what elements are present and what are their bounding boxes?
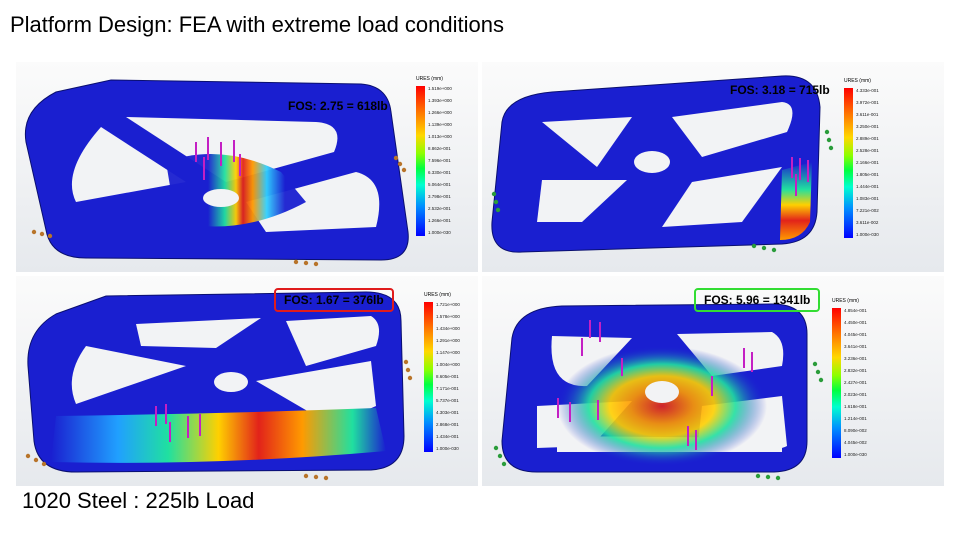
- fos-label-top-left: FOS: 2.75 = 618lb: [288, 99, 388, 113]
- legend-tick: 1.000e-030: [844, 452, 867, 457]
- legend-tick: 2.868e-001: [436, 422, 459, 427]
- legend-tick: 5.064e-001: [428, 182, 451, 187]
- legend-tick: 1.291e+000: [436, 338, 460, 343]
- legend-color-bar: [424, 302, 433, 452]
- legend-tick: 4.045e-002: [844, 440, 867, 445]
- legend-tick: 1.147e+000: [436, 350, 460, 355]
- slide-footer: 1020 Steel : 225lb Load: [22, 488, 255, 513]
- platform-model-top-left: [24, 79, 409, 267]
- platform-model-bottom-left: [25, 291, 413, 481]
- legend-tick: 2.532e-001: [428, 206, 451, 211]
- legend-tick: 7.596e-001: [428, 158, 451, 163]
- legend-tick: 4.450e-001: [844, 320, 867, 325]
- legend-tick: 4.333e-001: [856, 88, 879, 93]
- legend-title: URES (mm): [424, 292, 451, 298]
- legend-tick: 2.166e-001: [856, 160, 879, 165]
- legend-tick: 3.641e-001: [844, 344, 867, 349]
- legend-title: URES (mm): [416, 76, 443, 82]
- legend-tick: 1.004e+000: [436, 362, 460, 367]
- legend-tick: 1.266e+000: [428, 110, 452, 115]
- ures-legend-top-right: URES (mm) 4.333e-001 3.972e-001 3.611e-0…: [844, 78, 902, 244]
- legend-tick: 6.330e-001: [428, 170, 451, 175]
- legend-tick: 2.889e-001: [856, 136, 879, 141]
- legend-color-bar: [832, 308, 841, 458]
- legend-tick: 4.303e-001: [436, 410, 459, 415]
- legend-tick: 1.083e-001: [856, 196, 879, 201]
- fea-panel-top-left: FOS: 2.75 = 618lb URES (mm) 1.519e+000 1…: [16, 62, 478, 272]
- ures-legend-bottom-left: URES (mm) 1.721e+000 1.578e+000 1.434e+0…: [424, 292, 478, 458]
- legend-tick: 2.427e-001: [844, 380, 867, 385]
- legend-tick: 1.214e-001: [844, 416, 867, 421]
- legend-tick: 4.045e-001: [844, 332, 867, 337]
- fea-panel-top-right: FOS: 3.18 = 715lb URES (mm) 4.333e-001 3…: [482, 62, 944, 272]
- legend-tick: 1.721e+000: [436, 302, 460, 307]
- legend-tick: 1.444e-001: [856, 184, 879, 189]
- legend-tick: 1.805e-001: [856, 172, 879, 177]
- legend-tick: 2.528e-001: [856, 148, 879, 153]
- legend-tick: 1.000e-030: [436, 446, 459, 451]
- legend-tick: 3.972e-001: [856, 100, 879, 105]
- legend-tick: 1.434e+000: [436, 326, 460, 331]
- legend-tick: 3.611e-002: [856, 220, 879, 225]
- legend-tick: 1.139e+000: [428, 122, 452, 127]
- legend-tick: 8.605e-001: [436, 374, 459, 379]
- legend-tick: 8.090e-002: [844, 428, 867, 433]
- legend-tick: 5.737e-001: [436, 398, 459, 403]
- legend-tick: 8.862e-001: [428, 146, 451, 151]
- ures-legend-top-left: URES (mm) 1.519e+000 1.393e+000 1.266e+0…: [416, 76, 474, 242]
- legend-tick: 2.023e-001: [844, 392, 867, 397]
- fea-panel-bottom-left: FOS: 1.67 = 376lb URES (mm) 1.721e+000 1…: [16, 276, 478, 486]
- legend-tick: 1.266e-001: [428, 218, 451, 223]
- legend-tick: 3.611e-001: [856, 112, 879, 117]
- fos-label-top-right: FOS: 3.18 = 715lb: [730, 83, 830, 97]
- legend-tick: 7.221e-002: [856, 208, 879, 213]
- slide-title: Platform Design: FEA with extreme load c…: [10, 12, 505, 37]
- legend-tick: 3.236e-001: [844, 356, 867, 361]
- legend-color-bar: [844, 88, 853, 238]
- ures-legend-bottom-right: URES (mm) 4.854e-001 4.450e-001 4.045e-0…: [832, 298, 890, 464]
- legend-tick: 2.832e-001: [844, 368, 867, 373]
- fea-panel-bottom-right: FOS: 5.96 = 1341lb URES (mm) 4.854e-001 …: [482, 276, 944, 486]
- fos-label-bottom-right: FOS: 5.96 = 1341lb: [694, 288, 821, 312]
- legend-color-bar: [416, 86, 425, 236]
- legend-tick: 1.000e-030: [428, 230, 451, 235]
- legend-tick: 3.798e-001: [428, 194, 451, 199]
- legend-tick: 1.393e+000: [428, 98, 452, 103]
- platform-model-top-right: [491, 75, 834, 253]
- legend-tick: 1.519e+000: [428, 86, 452, 91]
- legend-tick: 4.854e-001: [844, 308, 867, 313]
- legend-tick: 1.578e+000: [436, 314, 460, 319]
- legend-tick: 1.434e-001: [436, 434, 459, 439]
- legend-tick: 1.013e+000: [428, 134, 452, 139]
- legend-tick: 1.618e-001: [844, 404, 867, 409]
- legend-title: URES (mm): [844, 78, 871, 84]
- fos-label-bottom-left: FOS: 1.67 = 376lb: [274, 288, 394, 312]
- legend-tick: 7.171e-001: [436, 386, 459, 391]
- legend-title: URES (mm): [832, 298, 859, 304]
- platform-model-bottom-right: [493, 303, 824, 481]
- legend-tick: 1.000e-030: [856, 232, 879, 237]
- legend-tick: 3.250e-001: [856, 124, 879, 129]
